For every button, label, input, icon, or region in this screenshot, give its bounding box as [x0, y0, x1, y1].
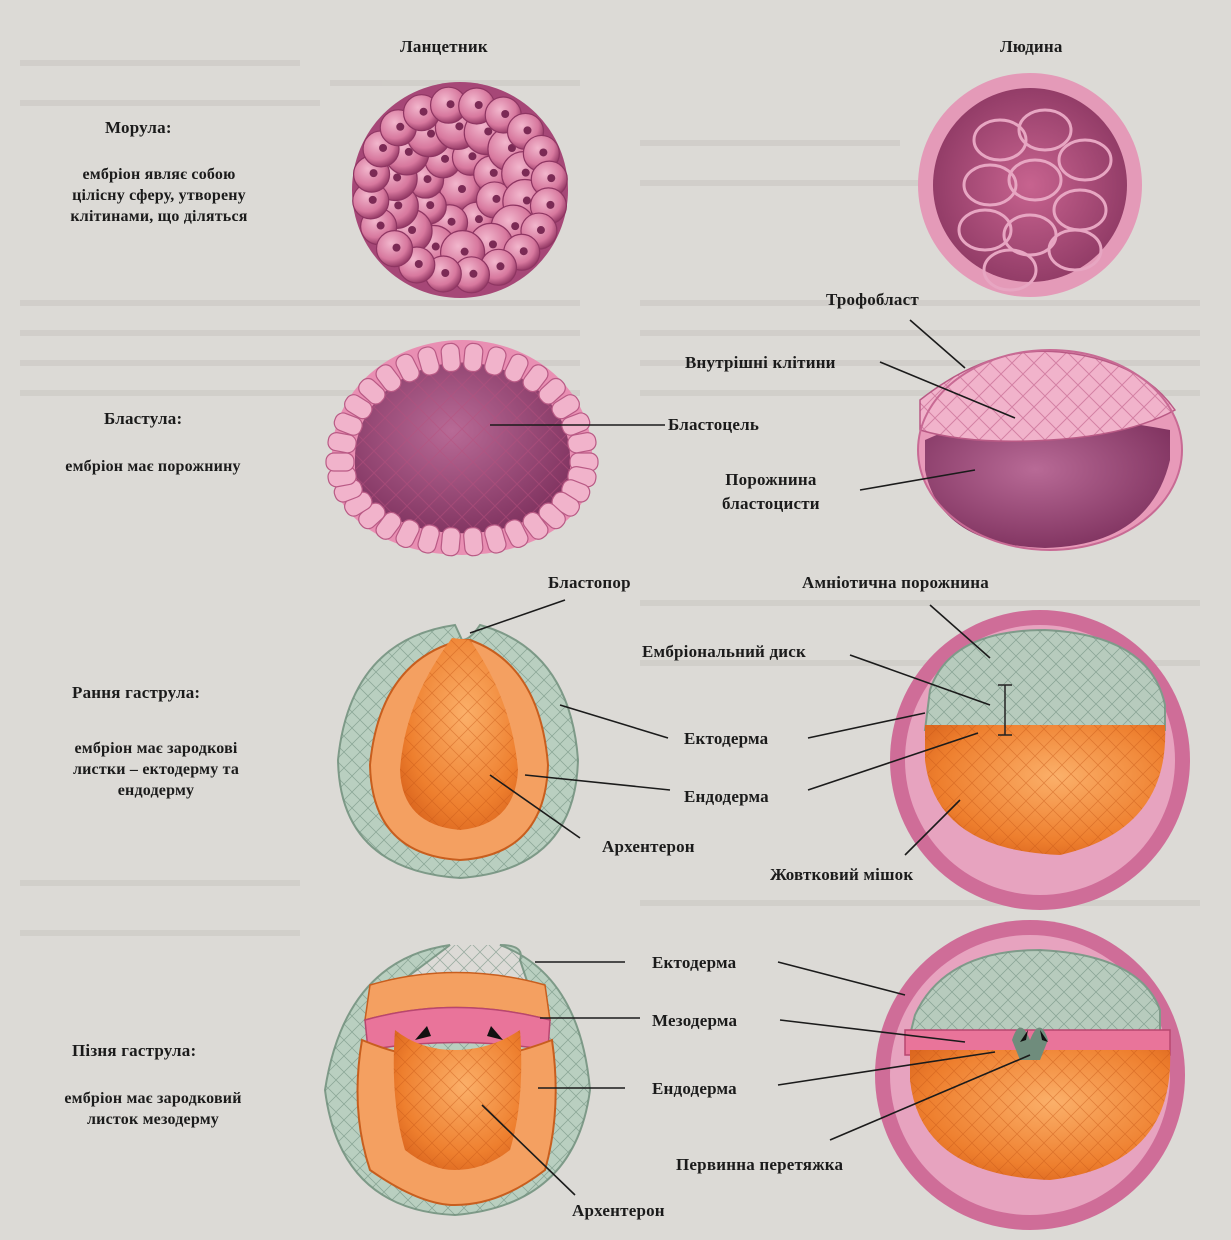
stage-desc-blastula-line-1: ембріон має порожнину	[35, 456, 271, 477]
cell-nucleus	[432, 243, 440, 251]
cell-nucleus	[458, 185, 466, 193]
cell-nucleus	[441, 155, 449, 163]
column-header-human: Людина	[1000, 36, 1063, 58]
stage-desc-early-gastrula: ембріон має зародкові листки – ектодерму…	[42, 738, 270, 801]
cell-nucleus	[537, 226, 545, 234]
stage-title-early-gastrula: Рання гаструла:	[72, 682, 200, 704]
cell-nucleus	[468, 152, 476, 160]
cell-nucleus	[455, 122, 463, 130]
lancelet-blastula	[326, 340, 598, 556]
stage-desc-late-gastrula: ембріон має зародковий листок мезодерму	[30, 1088, 276, 1130]
label-blastocyst-cavity-line-2: бластоцисти	[722, 492, 820, 516]
stage-desc-early-gastrula-line-1: ембріон має зародкові	[42, 738, 270, 759]
cell-nucleus	[379, 144, 387, 152]
cell-nucleus	[393, 173, 401, 181]
label-amniotic-cavity: Амніотична порожнина	[802, 572, 989, 594]
cell-nucleus	[546, 201, 554, 209]
label-archenteron-late: Архентерон	[572, 1200, 665, 1222]
label-ectoderm-early: Ектодерма	[684, 728, 768, 750]
stage-title-morula: Морула:	[105, 117, 172, 139]
human-late-gastrula	[875, 920, 1185, 1230]
stage-desc-morula-line-1: ембріон являє собою	[45, 164, 273, 185]
label-endoderm-early: Ендодерма	[684, 786, 769, 808]
cell-nucleus	[475, 101, 483, 109]
cell-nucleus	[394, 201, 402, 209]
stage-desc-blastula: ембріон має порожнину	[35, 456, 271, 477]
label-primitive-streak: Первинна перетяжка	[676, 1154, 843, 1176]
blastula-cell	[463, 343, 484, 373]
cell-nucleus	[492, 195, 500, 203]
stage-desc-late-gastrula-line-2: листок мезодерму	[30, 1109, 276, 1130]
cell-nucleus	[490, 169, 498, 177]
lancelet-late-gastrula	[325, 945, 590, 1215]
human-early-gastrula	[890, 610, 1190, 910]
label-endoderm-late: Ендодерма	[652, 1078, 737, 1100]
cell-nucleus	[501, 110, 509, 118]
blastula-cell	[463, 527, 484, 557]
stage-desc-late-gastrula-line-1: ембріон має зародковий	[30, 1088, 276, 1109]
cell-nucleus	[522, 169, 530, 177]
cell-nucleus	[461, 248, 469, 256]
blastula-cell	[440, 527, 461, 557]
label-trophoblast: Трофобласт	[826, 289, 919, 311]
cell-nucleus	[370, 169, 378, 177]
cell-nucleus	[441, 269, 449, 277]
label-ectoderm-late: Ектодерма	[652, 952, 736, 974]
label-inner-cells: Внутрішні клітини	[685, 352, 836, 374]
cell-nucleus	[424, 175, 432, 183]
human-blastocyst	[918, 350, 1182, 550]
cell-nucleus	[415, 260, 423, 268]
cell-nucleus	[496, 262, 504, 270]
stage-title-late-gastrula: Пізня гаструла:	[72, 1040, 196, 1062]
stage-desc-early-gastrula-line-3: ендодерму	[42, 780, 270, 801]
cell-nucleus	[420, 108, 428, 116]
stage-desc-morula: ембріон являє собою цілісну сферу, утвор…	[45, 164, 273, 227]
cell-nucleus	[523, 197, 531, 205]
cell-nucleus	[539, 148, 547, 156]
cell-nucleus	[475, 215, 483, 223]
cell-nucleus	[447, 100, 455, 108]
cell-nucleus	[489, 240, 497, 248]
blastula-cell	[440, 343, 461, 373]
cell-nucleus	[393, 244, 401, 252]
cell-nucleus	[547, 174, 555, 182]
label-yolk-sac: Жовтковий мішок	[770, 864, 913, 886]
cell-nucleus	[523, 126, 531, 134]
cell-nucleus	[469, 270, 477, 278]
lancelet-early-gastrula	[338, 625, 578, 878]
cell-nucleus	[520, 247, 528, 255]
label-blastopore: Бластопор	[548, 572, 631, 594]
cell-nucleus	[369, 196, 377, 204]
column-header-lancelet: Ланцетник	[400, 36, 488, 58]
label-blastocoel: Бластоцель	[668, 414, 759, 436]
stage-title-blastula: Бластула:	[104, 408, 182, 430]
cell-nucleus	[377, 222, 385, 230]
label-blastocyst-cavity-line-1: Порожнина	[722, 468, 820, 492]
lancelet-morula	[352, 82, 568, 298]
cell-nucleus	[408, 226, 416, 234]
stage-desc-morula-line-3: клітинами, що діляться	[45, 206, 273, 227]
stage-desc-early-gastrula-line-2: листки – ектодерму та	[42, 759, 270, 780]
stage-desc-morula-line-2: цілісну сферу, утворену	[45, 185, 273, 206]
cell-nucleus	[427, 130, 435, 138]
blastula-cell	[326, 453, 354, 471]
cell-nucleus	[448, 218, 456, 226]
label-archenteron-early: Архентерон	[602, 836, 695, 858]
label-blastocyst-cavity: Порожнина бластоцисти	[722, 468, 820, 516]
label-embryonic-disc: Ембріональний диск	[642, 641, 806, 663]
human-morula	[918, 73, 1142, 297]
cell-nucleus	[396, 123, 404, 131]
cell-nucleus	[511, 222, 519, 230]
label-mesoderm: Мезодерма	[652, 1010, 737, 1032]
cell-nucleus	[405, 148, 413, 156]
cell-nucleus	[426, 201, 434, 209]
